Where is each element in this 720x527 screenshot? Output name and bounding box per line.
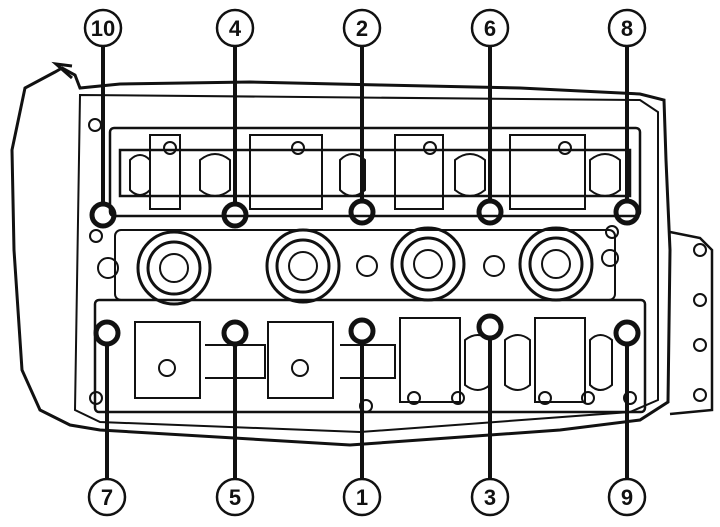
upper-camshaft (108, 126, 642, 218)
bolt-callout-4: 4 (215, 8, 255, 229)
callout-circle (83, 8, 123, 48)
bolt-callout-9: 9 (607, 319, 647, 517)
callout-number: 2 (356, 16, 368, 41)
bolt-callout-6: 6 (470, 8, 510, 226)
callout-number: 10 (91, 16, 115, 41)
callout-circle (215, 477, 255, 517)
head-bolt (348, 317, 376, 345)
callout-circle (470, 8, 510, 48)
callout-number: 4 (229, 16, 242, 41)
head-bolt (93, 319, 121, 347)
plug-tube-3 (390, 226, 466, 302)
lower-camshaft (93, 298, 647, 414)
head-bolt (89, 201, 117, 229)
bolt-callout-5: 5 (215, 319, 255, 517)
callout-number: 6 (484, 16, 496, 41)
callout-number: 3 (484, 485, 496, 510)
head-bolt (221, 319, 249, 347)
bolt-callouts: 10 4 2 6 8 7 5 1 3 9 (83, 8, 647, 517)
plug-tube-4 (518, 226, 594, 302)
callout-number: 8 (621, 16, 633, 41)
callout-number: 7 (101, 485, 113, 510)
bolt-callout-1: 1 (342, 317, 382, 517)
head-bolt (613, 319, 641, 347)
callout-number: 9 (621, 485, 633, 510)
callout-circle (342, 477, 382, 517)
bolt-callout-2: 2 (342, 8, 382, 226)
callout-number: 1 (356, 485, 368, 510)
callout-circle (87, 477, 127, 517)
head-bolt (476, 198, 504, 226)
cylinder-head-outline (10, 61, 672, 447)
head-bolt (476, 313, 504, 341)
spark-plug-tubes (97, 226, 619, 306)
head-bolt (613, 198, 641, 226)
perimeter-bolts (88, 118, 707, 413)
callout-circle (342, 8, 382, 48)
plug-tube-1 (136, 230, 212, 306)
callout-circle (215, 8, 255, 48)
bolt-callout-8: 8 (607, 8, 647, 226)
callout-number: 5 (229, 485, 241, 510)
head-bolt (348, 198, 376, 226)
right-side-bracket (669, 230, 714, 416)
callout-circle (607, 8, 647, 48)
callout-circle (470, 477, 510, 517)
plug-tube-2 (265, 228, 341, 304)
callout-circle (607, 477, 647, 517)
bolt-callout-3: 3 (470, 313, 510, 517)
bolt-callout-7: 7 (87, 319, 127, 517)
head-bolt (221, 201, 249, 229)
bolt-callout-10: 10 (83, 8, 123, 229)
